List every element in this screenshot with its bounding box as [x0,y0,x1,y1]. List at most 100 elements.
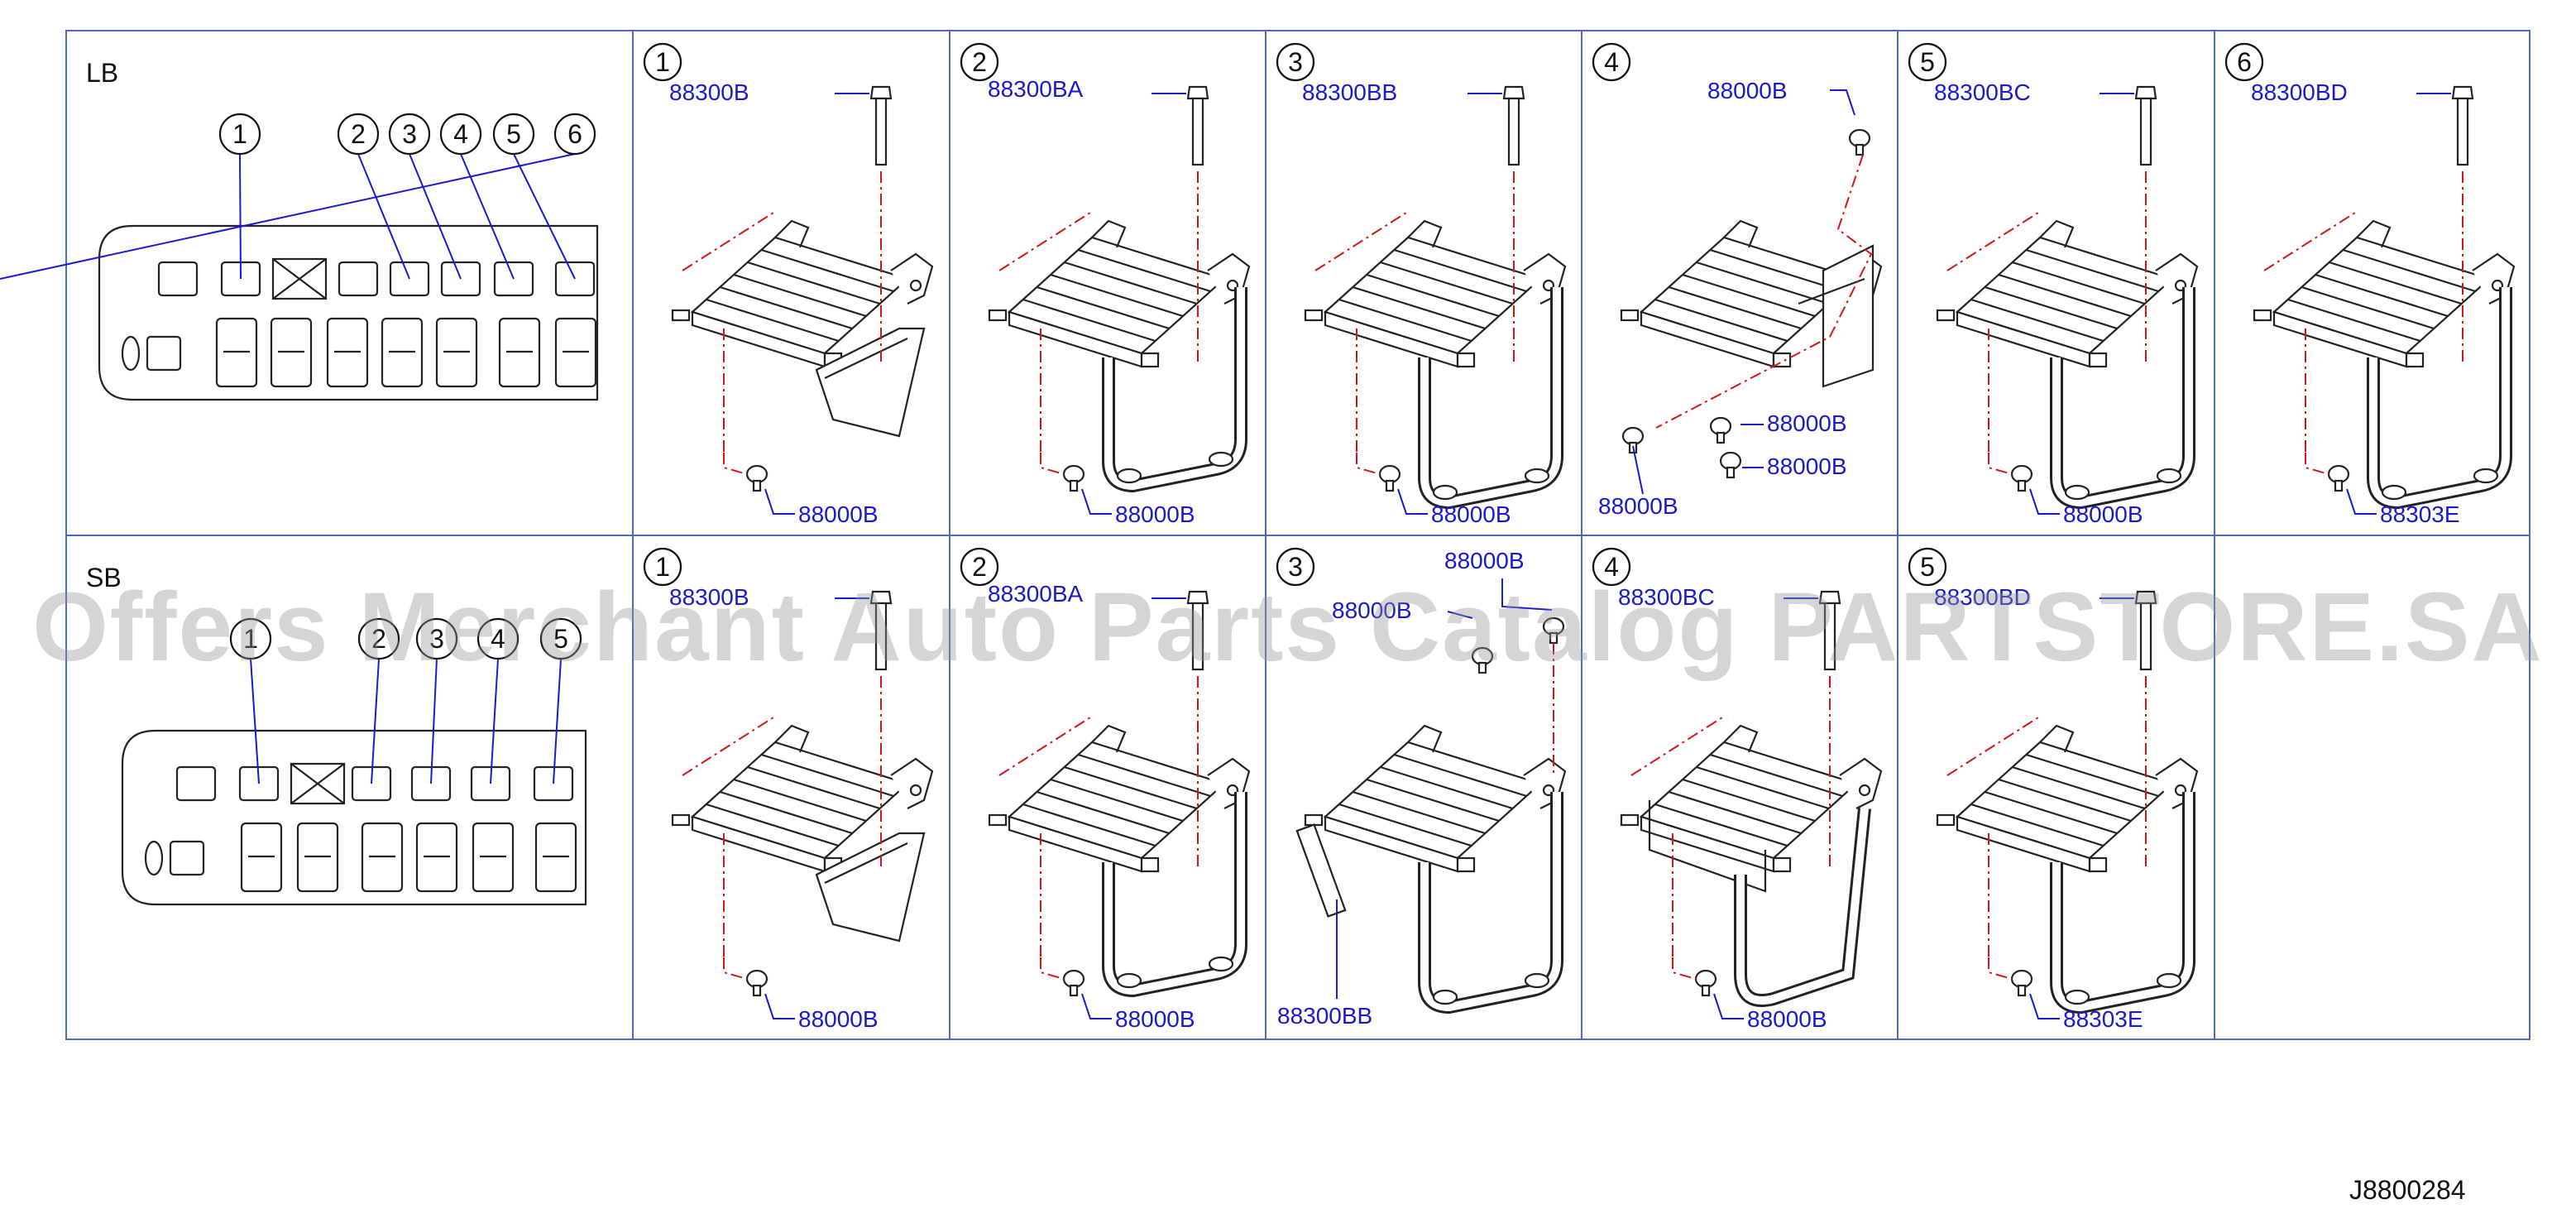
part-label-bottom: 88300BB [1277,1003,1372,1029]
loop-foot [1524,468,1550,484]
label-leader [1397,488,1428,515]
bolt-thread [752,984,762,997]
assembly-axis [682,212,774,271]
label-leader [1081,993,1112,1019]
tread-bar [1380,261,1513,305]
part-label-top: 88000B [1444,548,1525,573]
part-label-bottom: 88303E [2063,1006,2143,1032]
tread-bar [2315,273,2449,318]
callout-ring [553,113,596,156]
callout-number: 4 [1604,552,1619,582]
part-label-top: 88300BD [1934,584,2031,610]
callout-number: 3 [1288,47,1303,77]
step-position-box [338,261,379,297]
callout-leader [553,658,562,784]
callout-number: 5 [506,119,521,149]
bracket-left [1723,724,1759,753]
label-leader [764,488,795,515]
end-cap [988,309,1008,322]
bolt-thread [1385,479,1395,492]
bolt-thread [1549,631,1559,645]
pivot-bolt [1226,784,1239,797]
bolt-head [869,85,893,100]
tread-bar [1353,285,1486,330]
callout-ring [643,42,682,82]
tread-bar [733,778,867,823]
step-loop-inner [2052,287,2193,507]
part-label-top: 88300BC [1934,79,2031,105]
part-label-top: 88300BA [988,581,1084,607]
bolt-shank [1191,602,1204,671]
callout-circle: 6 [2224,42,2264,82]
callout-leader [409,153,462,280]
callout-leader [460,153,515,280]
tread-bar [1985,790,2118,835]
assembly-axis [723,957,748,980]
bolt-shank [874,97,888,166]
assembly-axis [998,212,1091,271]
step-loop-inner [1104,792,1245,995]
loop-foot [1432,989,1458,1005]
assembly-axis [1040,453,1065,475]
end-cap [671,813,691,827]
tread-bar [1710,248,1843,293]
callout-circle: 4 [1592,42,1631,82]
step-loop-inner [1420,287,1561,507]
tread-bar [1696,765,1829,810]
bolt-thread [2334,479,2344,492]
step-loop-inner [2369,287,2510,507]
bolt-shank [874,602,888,671]
callout-circle: 3 [1276,547,1315,587]
tread-bar [2026,248,2159,293]
tread-bar [1050,778,1184,823]
callout-number: 5 [1920,47,1935,77]
tread-bar [1710,753,1843,798]
bolt-thread [1716,431,1726,444]
bolt-thread [1701,984,1711,997]
part-label-top: 88300BA [988,76,1084,102]
tread-bar [1037,285,1170,330]
tread-bar [1338,803,1472,847]
cab-box [169,840,205,876]
pivot-bolt [2174,279,2187,292]
tread-bar [2329,261,2462,305]
assembly-axis [1946,212,2039,271]
assembly-axis [1356,453,1381,475]
end-cap [1936,309,1956,322]
end-cap [2405,352,2425,368]
bracket-left [1091,724,1127,753]
callout-ring [415,617,458,660]
pivot-bolt [2491,279,2504,292]
label-leader [2346,488,2377,515]
assembly-axis [1988,453,2013,475]
callout-number: 2 [972,552,987,582]
bracket-left [774,724,810,753]
bolt-shank [2139,602,2152,671]
assembly-axis [1946,717,2039,776]
callout-circle: 1 [643,42,682,82]
bolt-thread [1855,143,1865,156]
bracket-left [1091,219,1127,248]
loop-foot [2381,484,2407,501]
part-label-bottom: 88000B [1115,501,1195,527]
bracket-left [1723,219,1759,248]
fuel-box-cross [290,763,345,804]
callout-ring [229,617,272,660]
callout-leader [513,153,576,280]
guard-fold [824,338,908,379]
label-leader [1830,89,1855,116]
end-cap [1772,856,1792,873]
loop-foot [1432,484,1458,501]
end-cap [1304,813,1324,827]
end-cap [1140,352,1160,368]
label-leader [1713,993,1744,1019]
mud-guard [815,832,926,943]
callout-circle: 6 [553,113,596,156]
bolt-thread [1069,984,1079,997]
